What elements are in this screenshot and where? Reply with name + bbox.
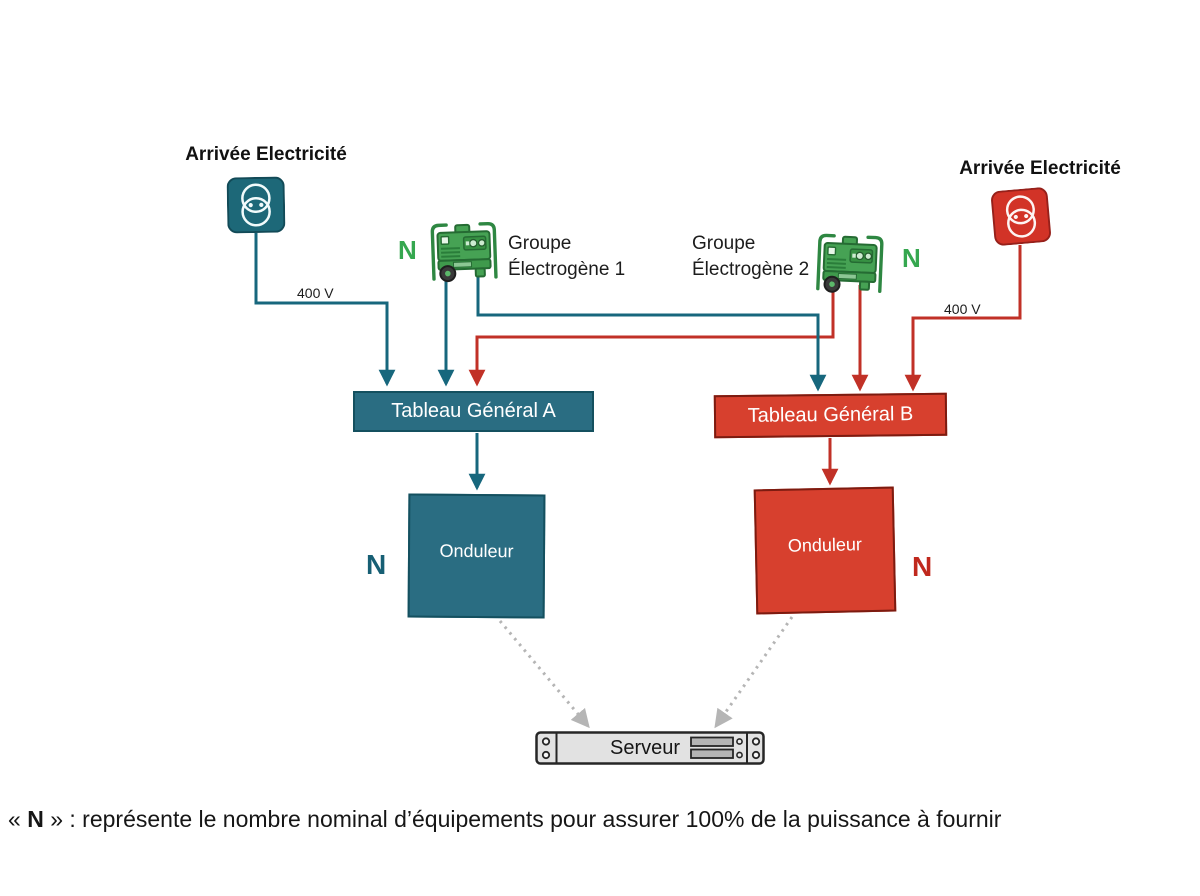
n-badge-onduleur-a: N [366,549,387,580]
generator-icon-2 [811,228,890,295]
connector-gen1-to-tableau-b [476,271,827,392]
onduleur-b-label: Onduleur [787,534,863,556]
server-label: Serveur [609,737,681,759]
onduleur-b: Onduleur [753,486,897,615]
voltage-label-left: 400 V [297,285,334,301]
caption-rest: » : représente le nombre nominal d’équip… [43,806,1002,832]
feed-right-label: Arrivée Electricité [959,158,1121,179]
voltage-label-right: 400 V [944,301,981,317]
onduleur-a-label: Onduleur [439,540,514,561]
tableau-general-b-label: Tableau Général B [747,403,914,427]
connector-onduleur-b-to-server [714,616,794,729]
n-badge-onduleur-b: N [912,551,933,582]
caption-n: N [27,806,44,832]
transformer-icon-left [226,176,286,234]
feed-left-label: Arrivée Electricité [185,144,347,165]
generator1-label: Groupe Électrogène 1 [508,233,626,281]
n-badge-generator2: N [902,243,921,273]
generator-icon-1 [425,217,503,284]
tableau-general-b: Tableau Général B [713,392,948,439]
caption: « N » : représente le nombre nominal d’é… [8,806,1001,833]
generator2-label: Groupe Électrogène 2 [692,233,810,281]
caption-open: « [8,806,28,832]
n-badge-generator1: N [398,235,417,265]
tableau-general-a: Tableau Général A [353,391,594,432]
connector-feed-right-to-tableau-b [904,245,1022,392]
connector-feed-left-to-tableau-a [254,233,396,387]
connector-onduleur-a-to-server [498,620,590,729]
onduleur-a: Onduleur [407,493,546,619]
connector-gen2-to-tableau-a [468,288,835,387]
tableau-general-a-label: Tableau Général A [391,400,556,422]
transformer-icon-right [989,186,1054,246]
server-rack-icon [535,731,765,765]
